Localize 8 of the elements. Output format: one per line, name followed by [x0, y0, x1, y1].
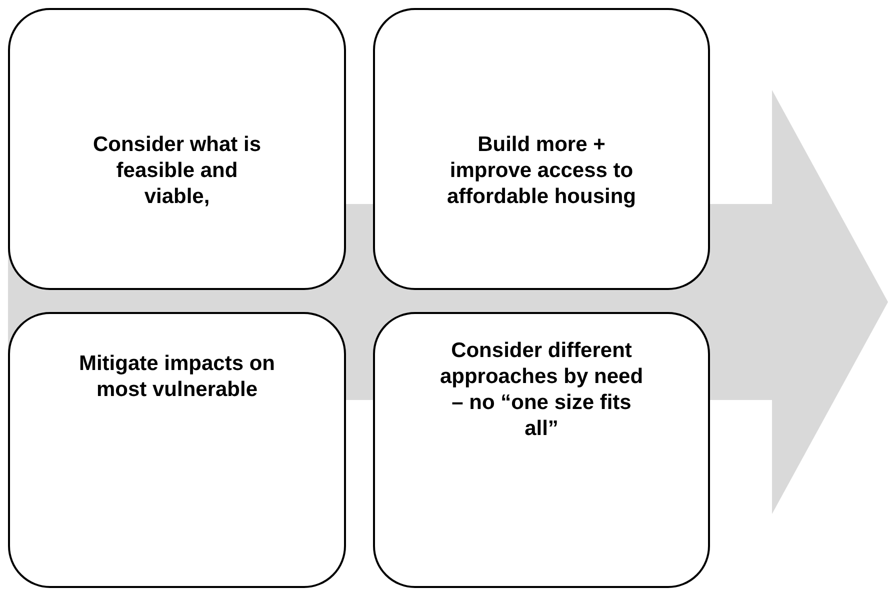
box-text: Consider what is feasible and viable, — [92, 132, 262, 210]
rounded-box — [8, 8, 346, 290]
box-text: Mitigate impacts on most vulnerable — [78, 351, 276, 403]
box-text: Consider different approaches by need – no “one size fits all” — [438, 338, 644, 442]
rounded-box — [8, 312, 346, 588]
rounded-box — [373, 8, 710, 290]
box-text: Build more + improve access to affordable housing — [446, 132, 637, 210]
rounded-box — [373, 312, 710, 588]
